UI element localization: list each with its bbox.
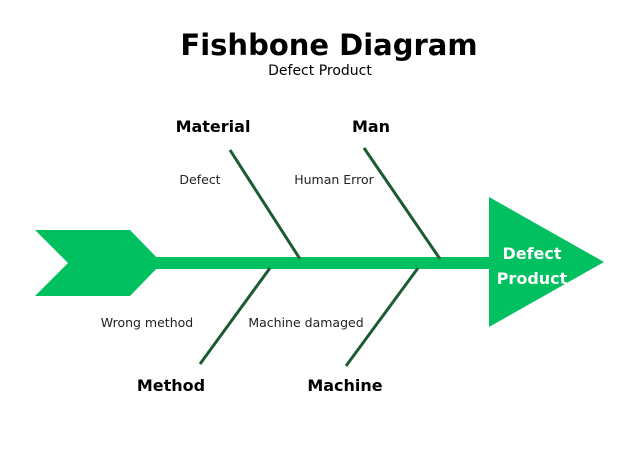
category-material: Material (176, 117, 251, 136)
cause-material: Defect (179, 172, 220, 187)
category-man: Man (352, 117, 390, 136)
diagram-title: Fishbone Diagram (180, 28, 477, 62)
fish-tail (35, 230, 162, 296)
category-method: Method (137, 376, 205, 395)
head-label-line2: Product (497, 269, 568, 288)
fish-head (489, 197, 604, 327)
fish-spine (155, 257, 495, 269)
cause-method: Wrong method (101, 315, 193, 330)
head-label-line1: Defect (502, 244, 561, 263)
category-machine: Machine (307, 376, 382, 395)
bone-machine (344, 267, 420, 367)
cause-man: Human Error (294, 172, 374, 187)
bone-man (362, 147, 442, 260)
diagram-subtitle: Defect Product (268, 63, 372, 79)
cause-machine: Machine damaged (248, 315, 363, 330)
bone-method (198, 267, 272, 365)
bone-material (228, 149, 302, 260)
